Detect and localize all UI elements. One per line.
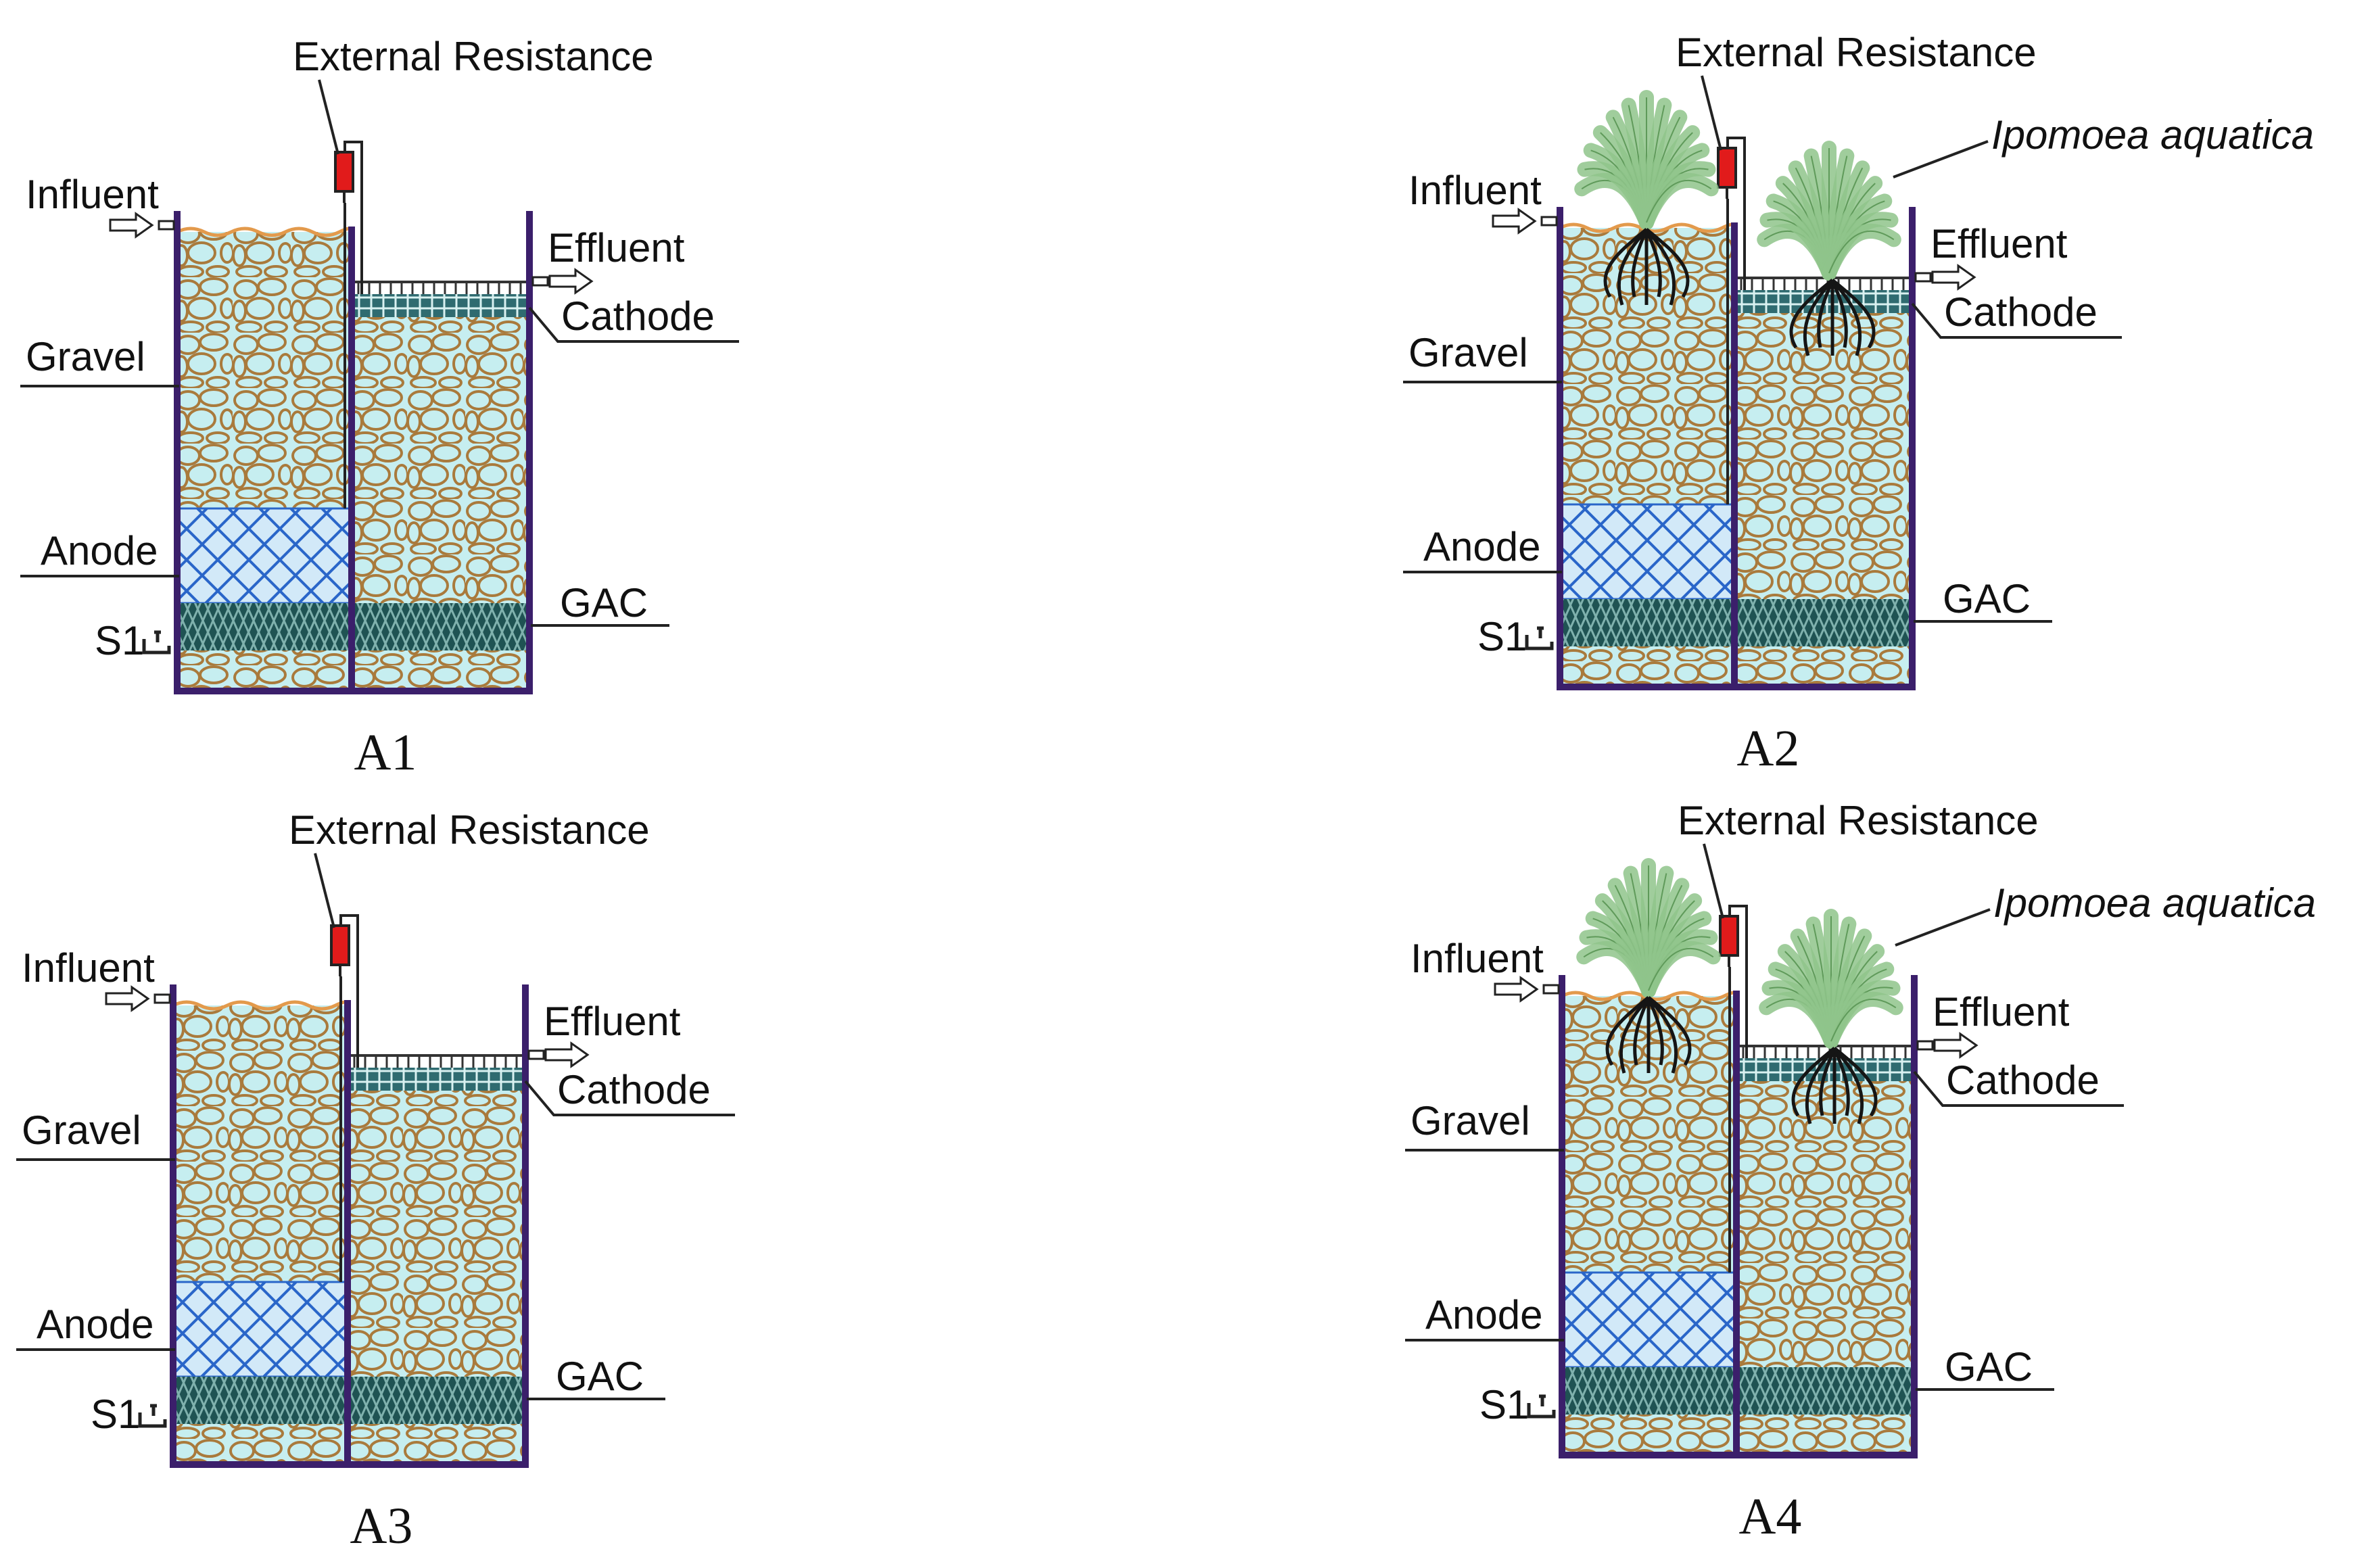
water-surface bbox=[176, 227, 354, 237]
cathode-label: Cathode bbox=[1946, 1058, 2100, 1103]
roots-left bbox=[1605, 996, 1692, 1074]
external-resistance-leader bbox=[314, 853, 335, 928]
effluent-pipe bbox=[1914, 272, 1932, 283]
effluent-pipe bbox=[527, 1049, 545, 1060]
plant-leader bbox=[1893, 140, 1989, 179]
effluent-arrow bbox=[544, 1041, 590, 1068]
influent-label: Influent bbox=[22, 945, 155, 991]
anode-label: Anode bbox=[41, 528, 158, 573]
cathode-leader bbox=[524, 1080, 735, 1116]
influent-pipe bbox=[1542, 984, 1560, 995]
anode-label: Anode bbox=[37, 1302, 154, 1347]
water-surface bbox=[172, 1000, 350, 1011]
plant-label: Ipomoea aquatica bbox=[1993, 880, 2316, 926]
influent-arrow bbox=[105, 985, 150, 1012]
plant-left bbox=[1576, 858, 1721, 998]
cathode-label: Cathode bbox=[557, 1067, 711, 1112]
sampling-tap-icon bbox=[1527, 1394, 1556, 1419]
reactor-panel-a3: External ResistanceInfluentEffluentCatho… bbox=[16, 807, 735, 1554]
sampling-port-label: S1 bbox=[95, 618, 144, 663]
external-resistance-label: External Resistance bbox=[1676, 30, 2037, 75]
external-resistance-label: External Resistance bbox=[1678, 798, 2039, 843]
effluent-label: Effluent bbox=[544, 999, 681, 1044]
gac-label: GAC bbox=[1943, 576, 2031, 621]
influent-pipe bbox=[153, 993, 171, 1004]
gravel-label: Gravel bbox=[1408, 330, 1528, 375]
water-surface bbox=[1561, 991, 1738, 1001]
sampling-tap-icon bbox=[138, 1404, 167, 1428]
reactor-panel-a1: External ResistanceInfluentEffluentCatho… bbox=[20, 34, 739, 781]
roots-right bbox=[1789, 279, 1876, 356]
anode-label: Anode bbox=[1425, 1292, 1543, 1337]
gac-label: GAC bbox=[1945, 1344, 2033, 1389]
cathode-layer bbox=[348, 1068, 525, 1091]
effluent-label: Effluent bbox=[1933, 989, 2070, 1035]
cathode-layer bbox=[352, 294, 529, 317]
influent-label: Influent bbox=[1408, 168, 1542, 213]
anode-mesh bbox=[176, 507, 353, 604]
roots-left bbox=[1603, 228, 1690, 306]
influent-label: Influent bbox=[26, 172, 159, 217]
panel-caption: A4 bbox=[1739, 1488, 1802, 1545]
panel-caption: A1 bbox=[354, 724, 417, 781]
anode-label: Anode bbox=[1423, 524, 1541, 569]
external-resistance-label: External Resistance bbox=[289, 807, 650, 853]
anode-mesh bbox=[1561, 1271, 1738, 1369]
plant-right bbox=[1757, 141, 1901, 281]
sampling-port-label: S1 bbox=[1477, 614, 1527, 659]
external-resistor bbox=[334, 151, 354, 193]
effluent-label: Effluent bbox=[548, 225, 685, 270]
external-resistance-leader bbox=[318, 79, 339, 155]
effluent-arrow bbox=[1931, 264, 1976, 291]
gac-label: GAC bbox=[556, 1354, 644, 1399]
sampling-tap-icon bbox=[1525, 626, 1554, 650]
plant-left bbox=[1574, 90, 1719, 230]
cathode-leader bbox=[528, 306, 739, 343]
external-resistor bbox=[330, 924, 350, 966]
influent-pipe bbox=[1540, 216, 1558, 227]
external-resistor bbox=[1717, 147, 1737, 189]
plant-label: Ipomoea aquatica bbox=[1991, 112, 2314, 158]
plant-right bbox=[1759, 909, 1903, 1049]
reactor-panel-a4: External ResistanceInfluentEffluentCatho… bbox=[1405, 798, 2316, 1545]
external-resistance-leader bbox=[1701, 75, 1722, 151]
effluent-pipe bbox=[1916, 1040, 1934, 1051]
external-resistance-leader bbox=[1703, 843, 1724, 919]
anode-mesh bbox=[172, 1281, 349, 1378]
water-surface bbox=[1559, 222, 1736, 233]
effluent-label: Effluent bbox=[1930, 221, 2068, 266]
anode-mesh bbox=[1559, 503, 1736, 600]
cathode-label: Cathode bbox=[1944, 289, 2098, 335]
effluent-pipe bbox=[531, 276, 549, 287]
influent-label: Influent bbox=[1411, 936, 1544, 981]
plant-leader bbox=[1895, 908, 1991, 947]
influent-arrow bbox=[1492, 208, 1537, 235]
sampling-port-label: S1 bbox=[1479, 1382, 1529, 1427]
gravel-label: Gravel bbox=[26, 334, 145, 379]
panel-caption: A2 bbox=[1737, 720, 1800, 777]
cathode-label: Cathode bbox=[561, 293, 715, 339]
sampling-port-label: S1 bbox=[91, 1392, 140, 1437]
external-resistance-label: External Resistance bbox=[293, 34, 654, 79]
cathode-leader bbox=[1913, 1070, 2124, 1107]
gravel-label: Gravel bbox=[22, 1108, 141, 1153]
gravel-label: Gravel bbox=[1411, 1098, 1530, 1143]
panels-layer: External ResistanceInfluentEffluentCatho… bbox=[16, 30, 2316, 1554]
influent-arrow bbox=[109, 212, 154, 239]
external-resistor bbox=[1719, 915, 1739, 957]
effluent-arrow bbox=[548, 268, 594, 295]
cathode-leader bbox=[1911, 302, 2122, 339]
reactor-panel-a2: External ResistanceInfluentEffluentCatho… bbox=[1403, 30, 2314, 777]
influent-pipe bbox=[158, 220, 175, 231]
sampling-tap-icon bbox=[142, 630, 171, 655]
influent-arrow bbox=[1494, 976, 1539, 1003]
effluent-arrow bbox=[1933, 1032, 1978, 1059]
gac-label: GAC bbox=[560, 580, 648, 625]
panel-caption: A3 bbox=[350, 1498, 413, 1554]
roots-right bbox=[1791, 1047, 1878, 1124]
